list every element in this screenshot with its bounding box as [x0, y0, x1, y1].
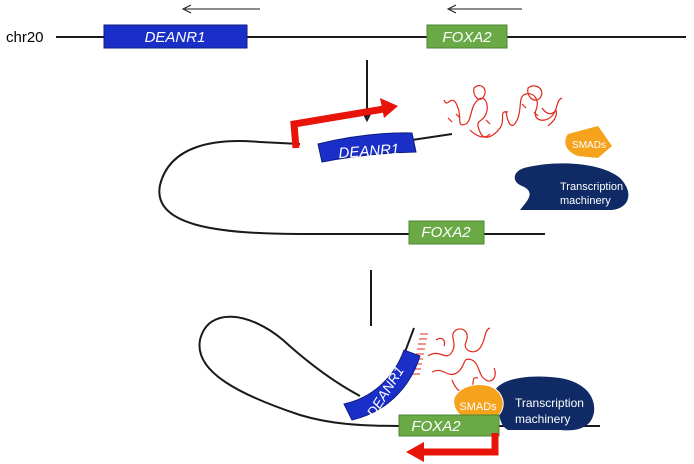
panel-foxa2-activation: DEANR1 Transcription machinery SMADs FOX…	[198, 315, 600, 462]
rna-duplex-ladder	[412, 333, 428, 375]
deanr1-gene-label: DEANR1	[145, 29, 206, 46]
machinery-bound-line2: machinery	[515, 412, 570, 426]
transcription-machinery-free	[514, 163, 629, 210]
chromatin-loop-open	[158, 140, 545, 235]
chromatin-loop-closed	[198, 315, 600, 427]
panel-deanr1-transcription: DEANR1 SMADs Transcription machinery FOX…	[158, 84, 629, 245]
foxa2-gene-box	[426, 24, 508, 49]
machinery-bound-line1: Transcription	[515, 396, 584, 410]
foxa2-gene-label-bound: FOXA2	[411, 418, 461, 435]
deanr1-gene-box	[103, 24, 248, 49]
deanr1-gene-curved-label: DEANR1	[338, 141, 400, 162]
foxa2-gene-box-bound	[398, 414, 500, 437]
machinery-free-line2: machinery	[560, 195, 611, 207]
foxa2-gene-label-open: FOXA2	[421, 224, 471, 241]
foxa2-transcription-arrow	[406, 433, 499, 462]
foxa2-gene-label: FOXA2	[442, 29, 492, 46]
machinery-free-line1: Transcription	[560, 181, 623, 193]
smads-free	[565, 126, 612, 158]
deanr1-rna-transcript	[443, 84, 563, 138]
foxa2-direction-arrow	[446, 4, 522, 14]
deanr1-rna-bound	[427, 327, 496, 393]
transcription-machinery-bound	[494, 376, 595, 431]
deanr1-gene-bound	[343, 349, 421, 421]
chromosome-label: chr20	[6, 29, 44, 46]
panel-linear-chromosome: chr20 DEANR1 FOXA2	[6, 4, 686, 49]
smads-free-label: SMADs	[572, 140, 606, 151]
foxa2-gene-box-open	[408, 220, 485, 245]
transcription-start-arrow	[290, 98, 398, 149]
smads-bound-label: SMADs	[459, 401, 497, 413]
deanr1-gene-curved	[317, 132, 417, 163]
deanr1-direction-arrow	[181, 4, 260, 14]
